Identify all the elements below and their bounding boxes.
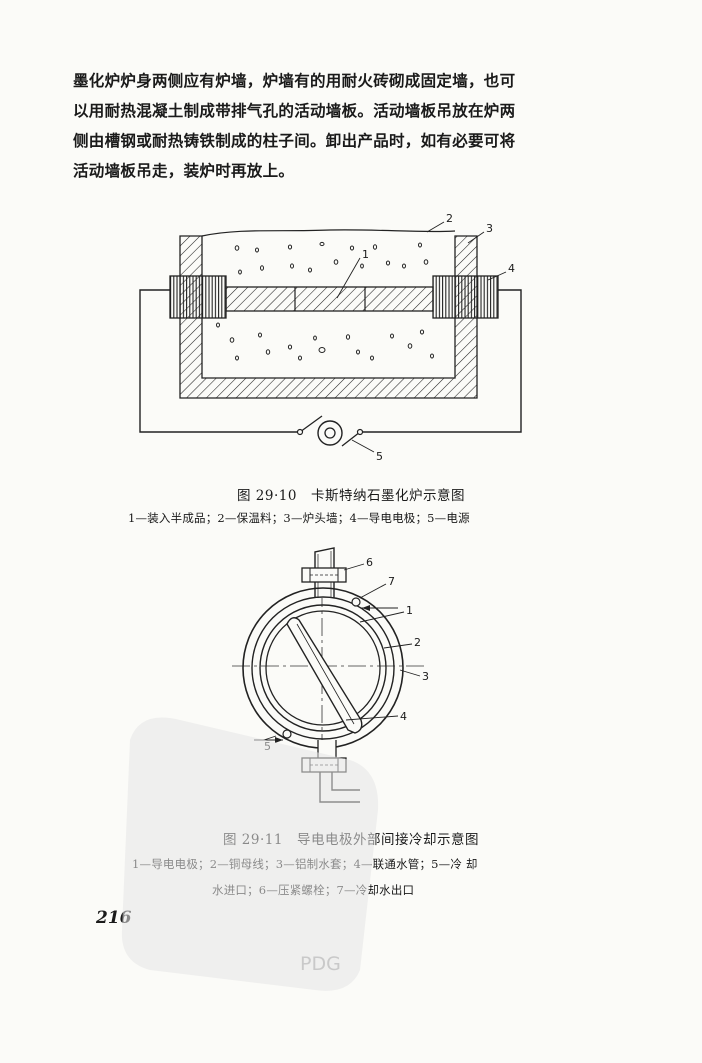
library-watermark: PDG bbox=[121, 717, 379, 991]
body-paragraph: 墨化炉炉身两侧应有炉墙，炉墙有的用耐火砖砌成固定墙，也可 以用耐热混凝土制成带排… bbox=[73, 66, 633, 186]
label-1: 1 bbox=[406, 604, 413, 617]
conductive-electrode-right bbox=[432, 275, 499, 319]
copper-busbar bbox=[259, 604, 387, 732]
label-6: 6 bbox=[366, 556, 373, 569]
conductive-electrode-left bbox=[169, 275, 227, 319]
label-3: 3 bbox=[486, 222, 493, 235]
semi-product-charge bbox=[225, 286, 434, 312]
figure-graphitization-furnace: 1 2 3 4 5 bbox=[139, 212, 522, 463]
label-1: 1 bbox=[362, 248, 369, 261]
paragraph-line: 侧由槽钢或耐热铸铁制成的柱子间。卸出产品时，如有必要可将 bbox=[73, 131, 516, 150]
paragraph-line: 活动墙板吊走，装炉时再放上。 bbox=[73, 161, 295, 180]
label-4: 4 bbox=[400, 710, 407, 723]
circuit-wire bbox=[139, 289, 300, 433]
label-7: 7 bbox=[388, 575, 395, 588]
label-4: 4 bbox=[508, 262, 515, 275]
compression-bolt-top bbox=[301, 567, 347, 583]
watermark-text: PDG bbox=[300, 953, 341, 975]
label-2: 2 bbox=[446, 212, 453, 225]
paragraph-line: 以用耐热混凝土制成带排气孔的活动墙板。活动墙板吊放在炉两 bbox=[73, 101, 516, 120]
paragraph-line: 墨化炉炉身两侧应有炉墙，炉墙有的用耐火砖砌成固定墙，也可 bbox=[73, 71, 516, 90]
conductive-electrode bbox=[265, 610, 381, 726]
label-3: 3 bbox=[422, 670, 429, 683]
switch-right bbox=[341, 431, 361, 447]
cooling-water-inlet bbox=[282, 729, 292, 739]
circuit-wire bbox=[360, 289, 522, 433]
cooling-water-outlet bbox=[351, 597, 361, 607]
switch-left bbox=[299, 415, 323, 433]
label-5: 5 bbox=[376, 450, 383, 463]
label-2: 2 bbox=[414, 636, 421, 649]
insulation-particles bbox=[216, 241, 434, 361]
figure1-legend: 1—装入半成品；2—保温料；3—炉头墙；4—导电电极；5—电源 bbox=[128, 511, 470, 525]
insulation-top bbox=[201, 229, 456, 237]
power-source bbox=[317, 420, 343, 446]
figure1-title: 图 29·10 卡斯特纳石墨化炉示意图 bbox=[237, 488, 465, 504]
